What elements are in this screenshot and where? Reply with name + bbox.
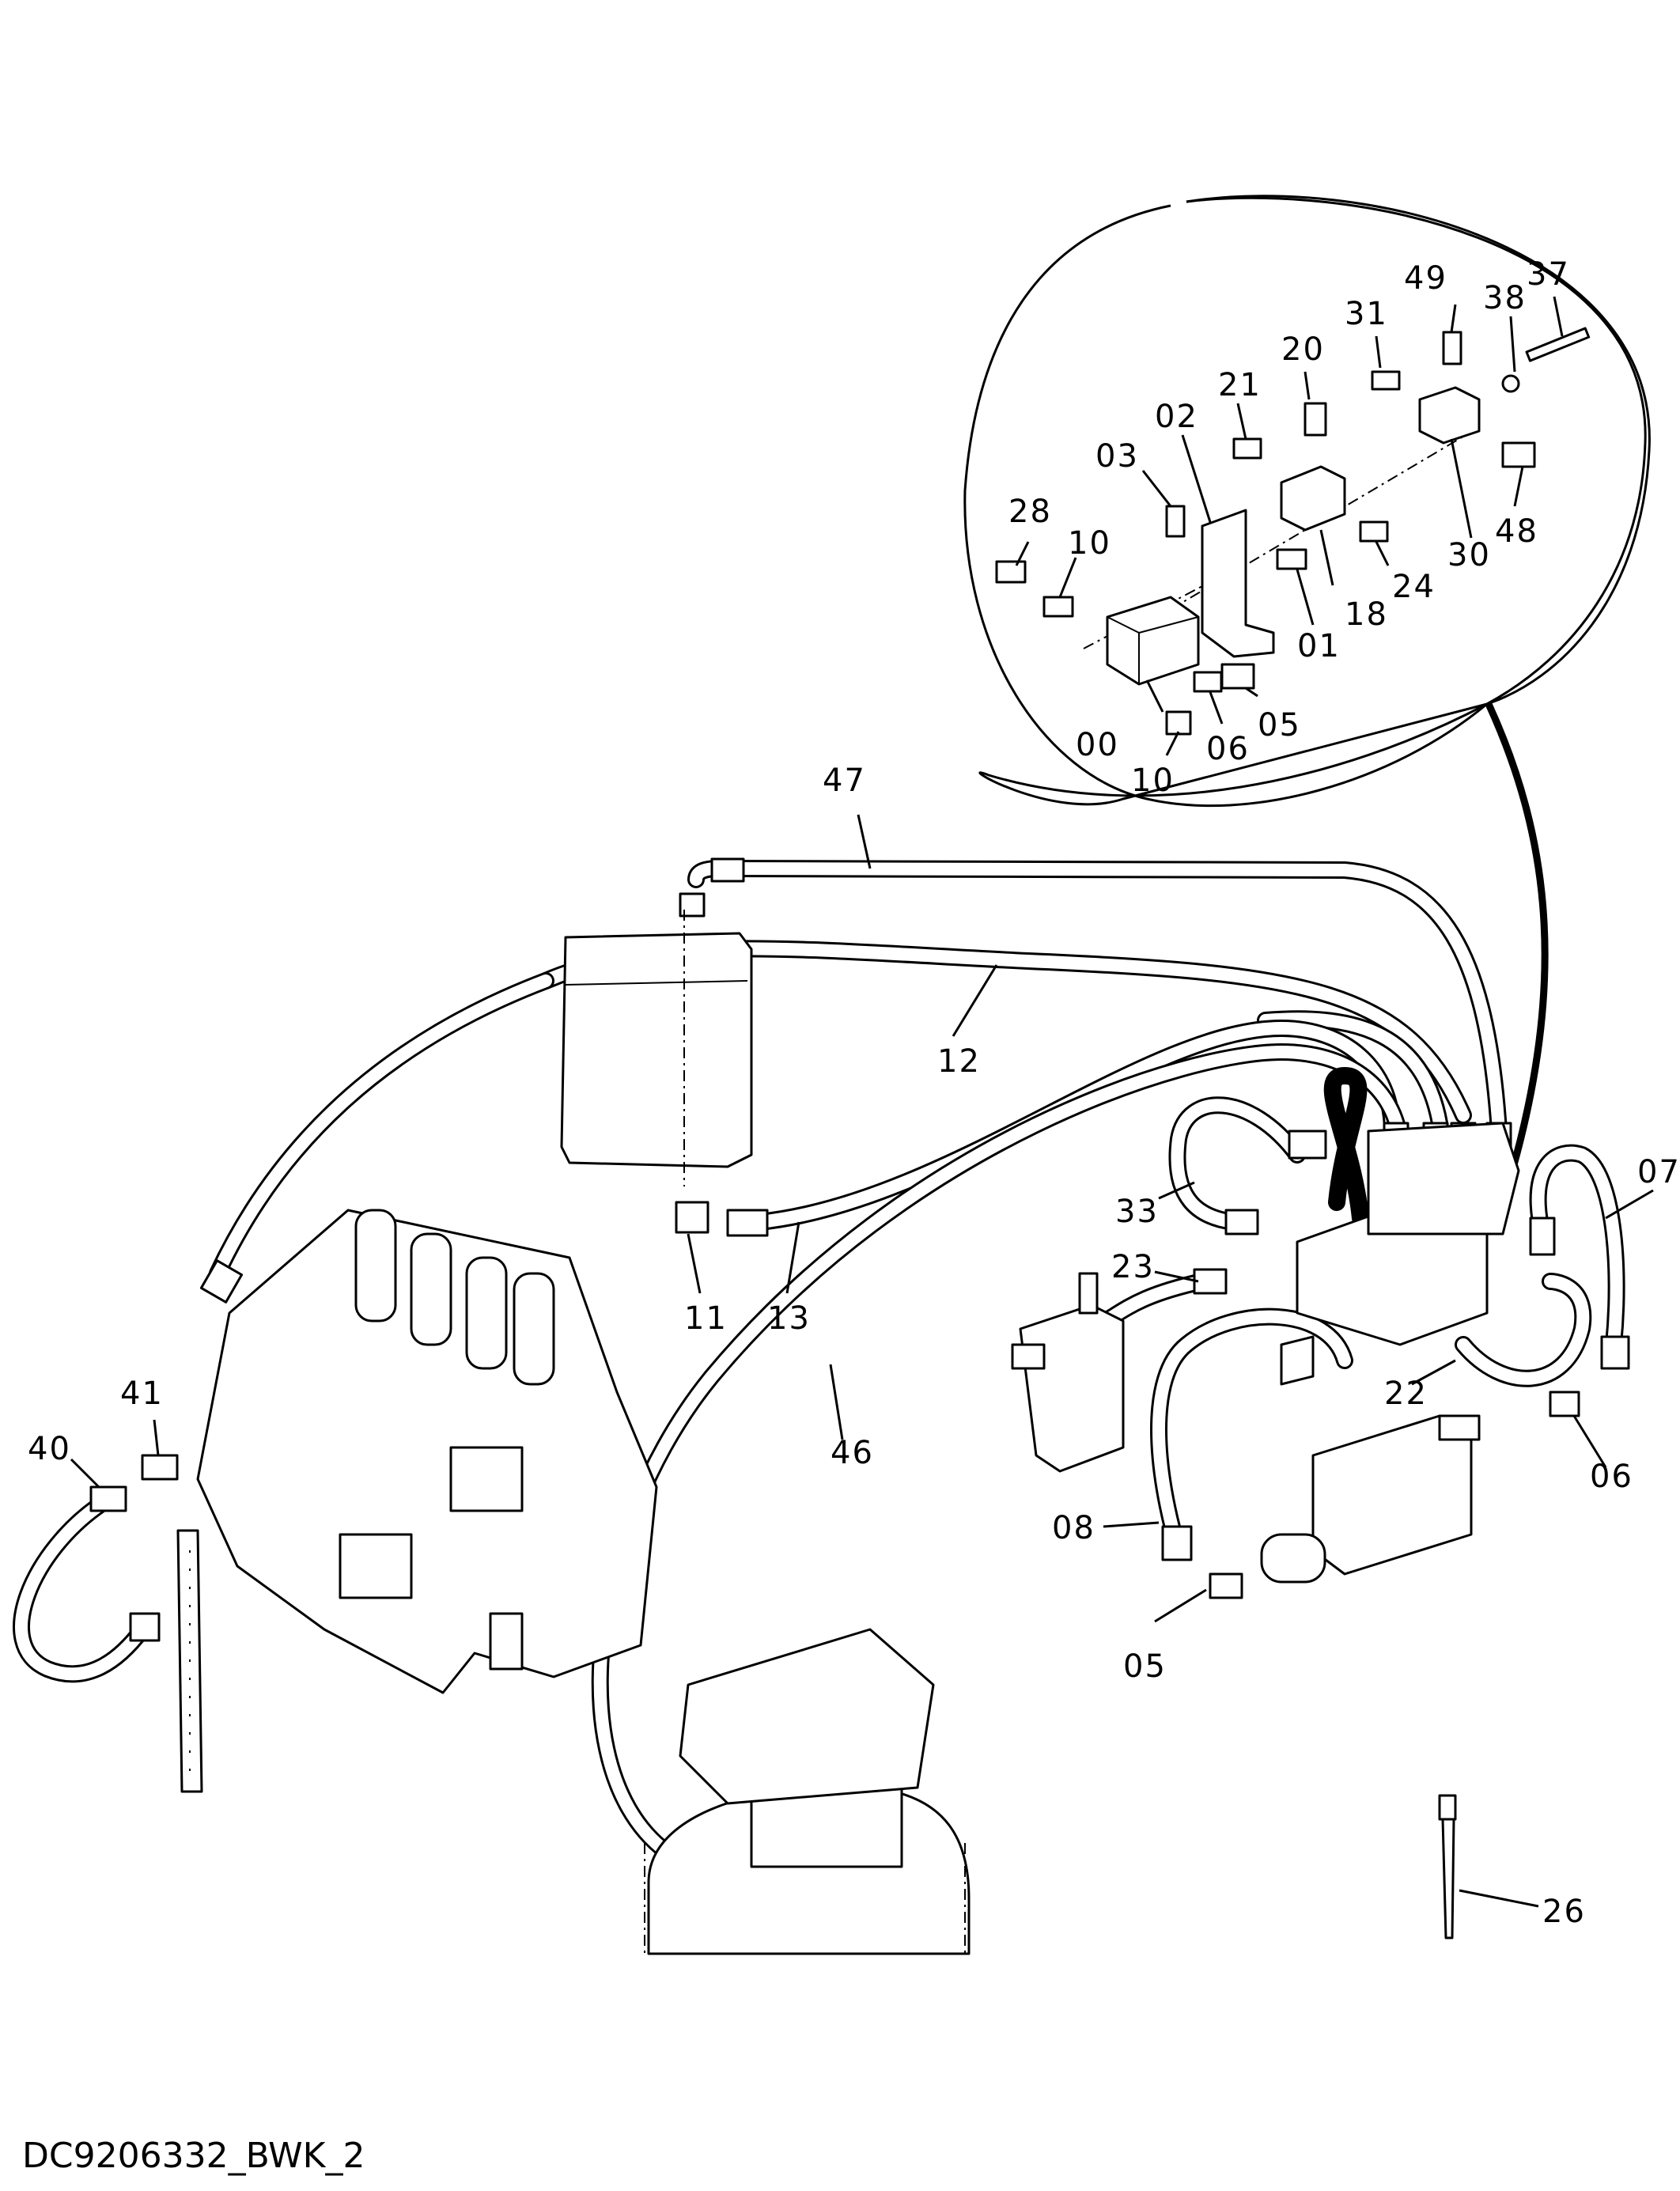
fitting-48: [1501, 441, 1536, 468]
callout-24: 24: [1392, 569, 1436, 605]
callout-12: 12: [937, 1043, 981, 1080]
callout-20: 20: [1281, 331, 1325, 368]
fitting-10b: [1165, 710, 1192, 736]
bracket-plate: [176, 1529, 203, 1793]
callout-05a: 05: [1258, 707, 1301, 744]
callout-13: 13: [767, 1300, 811, 1337]
fitting-20: [1304, 402, 1327, 437]
callout-23: 23: [1111, 1249, 1155, 1285]
leader-lines: [70, 296, 1654, 1908]
swing-motor: [644, 1628, 971, 1955]
bolt-37: [1525, 327, 1591, 362]
callout-labels: 37 49 38 31 20 21 02 03 28 10 48 30 24 1…: [28, 256, 1680, 1930]
main-control-valve: [196, 1209, 658, 1694]
callout-00: 00: [1076, 727, 1119, 763]
callout-07: 07: [1637, 1154, 1680, 1190]
detail-bubble: [963, 195, 1651, 808]
callout-06b: 06: [1590, 1459, 1633, 1495]
callout-47: 47: [823, 762, 866, 799]
fitting-24: [1359, 520, 1389, 543]
travel-valve: [1260, 1414, 1481, 1584]
fitting-10a: [1042, 596, 1074, 618]
callout-26: 26: [1542, 1894, 1586, 1930]
bolt-03: [1165, 505, 1186, 538]
callout-30: 30: [1447, 537, 1491, 573]
fitting-28: [995, 560, 1027, 584]
washer-38: [1501, 374, 1520, 393]
callout-37: 37: [1527, 256, 1570, 293]
callout-31: 31: [1345, 296, 1388, 332]
callout-10b: 10: [1131, 762, 1175, 799]
callout-38: 38: [1483, 280, 1527, 316]
callout-11: 11: [684, 1300, 728, 1337]
fitting-31: [1371, 370, 1401, 391]
callout-28: 28: [1008, 494, 1052, 530]
drawing-id: DC9206332_BWK_2: [22, 2136, 365, 2176]
right-block-valve: [1280, 1122, 1520, 1386]
callout-18: 18: [1345, 596, 1388, 633]
callout-10a: 10: [1068, 525, 1111, 562]
pilot-valve: [560, 910, 753, 1186]
solenoid-valve: [1011, 1272, 1125, 1473]
callout-01: 01: [1297, 628, 1341, 664]
block-30: [1418, 386, 1481, 445]
callout-03: 03: [1095, 438, 1139, 475]
callout-08: 08: [1052, 1510, 1095, 1546]
fitting-21: [1232, 437, 1262, 460]
fitting-05a: [1220, 663, 1255, 690]
block-18: [1280, 465, 1346, 532]
callout-05b: 05: [1123, 1648, 1167, 1685]
detail-parts: [995, 327, 1591, 736]
callout-22: 22: [1384, 1376, 1428, 1412]
callout-49: 49: [1404, 260, 1447, 297]
bubble-leader: [1485, 702, 1549, 1204]
cable-tie-26: [1438, 1794, 1457, 1939]
callout-21: 21: [1218, 367, 1262, 403]
fitting-49: [1442, 331, 1462, 365]
callout-06a: 06: [1206, 731, 1250, 767]
block-00: [1106, 596, 1200, 686]
callout-02: 02: [1155, 399, 1198, 435]
fitting-01: [1276, 548, 1307, 570]
callout-46: 46: [831, 1435, 874, 1471]
bracket-02: [1201, 509, 1275, 658]
callout-40: 40: [28, 1431, 71, 1467]
callout-33: 33: [1115, 1194, 1159, 1230]
callout-48: 48: [1495, 513, 1538, 550]
callout-41: 41: [120, 1376, 164, 1412]
fitting-06a: [1193, 671, 1223, 693]
